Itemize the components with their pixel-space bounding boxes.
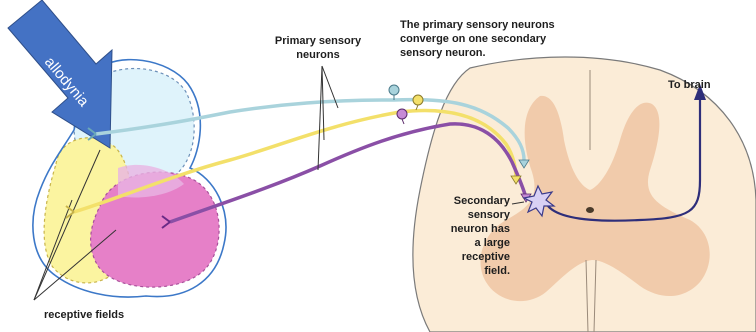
secondary-label-line-2: sensory	[468, 209, 511, 221]
blue-cell-body	[389, 85, 399, 95]
secondary-label-line-6: field.	[484, 265, 510, 277]
secondary-label-line-3: neuron has	[451, 223, 510, 235]
receptive-fields-label: receptive fields	[44, 309, 124, 321]
converge-label-line-2: converge on one secondary	[400, 33, 547, 45]
secondary-label-line-1: Secondary	[454, 195, 511, 207]
purple-cell-stem	[402, 119, 404, 124]
secondary-label-line-5: receptive	[462, 251, 510, 263]
primary-label-pointer-3	[318, 66, 322, 170]
to-brain-label: To brain	[668, 79, 711, 91]
converge-label: The primary sensory neurons converge on …	[400, 19, 555, 59]
primary-neurons-label-line-1: Primary sensory	[275, 35, 362, 47]
secondary-label-line-4: a large	[475, 237, 510, 249]
yellow-cell-body	[413, 95, 423, 105]
receptive-fields-group	[33, 60, 226, 300]
allodynia-arrow: allodynia	[8, 0, 112, 148]
converge-label-line-1: The primary sensory neurons	[400, 19, 555, 31]
primary-neurons-label-line-2: neurons	[296, 49, 339, 61]
converge-label-line-3: sensory neuron.	[400, 47, 486, 59]
purple-cell-body	[397, 109, 407, 119]
central-canal	[586, 207, 594, 213]
